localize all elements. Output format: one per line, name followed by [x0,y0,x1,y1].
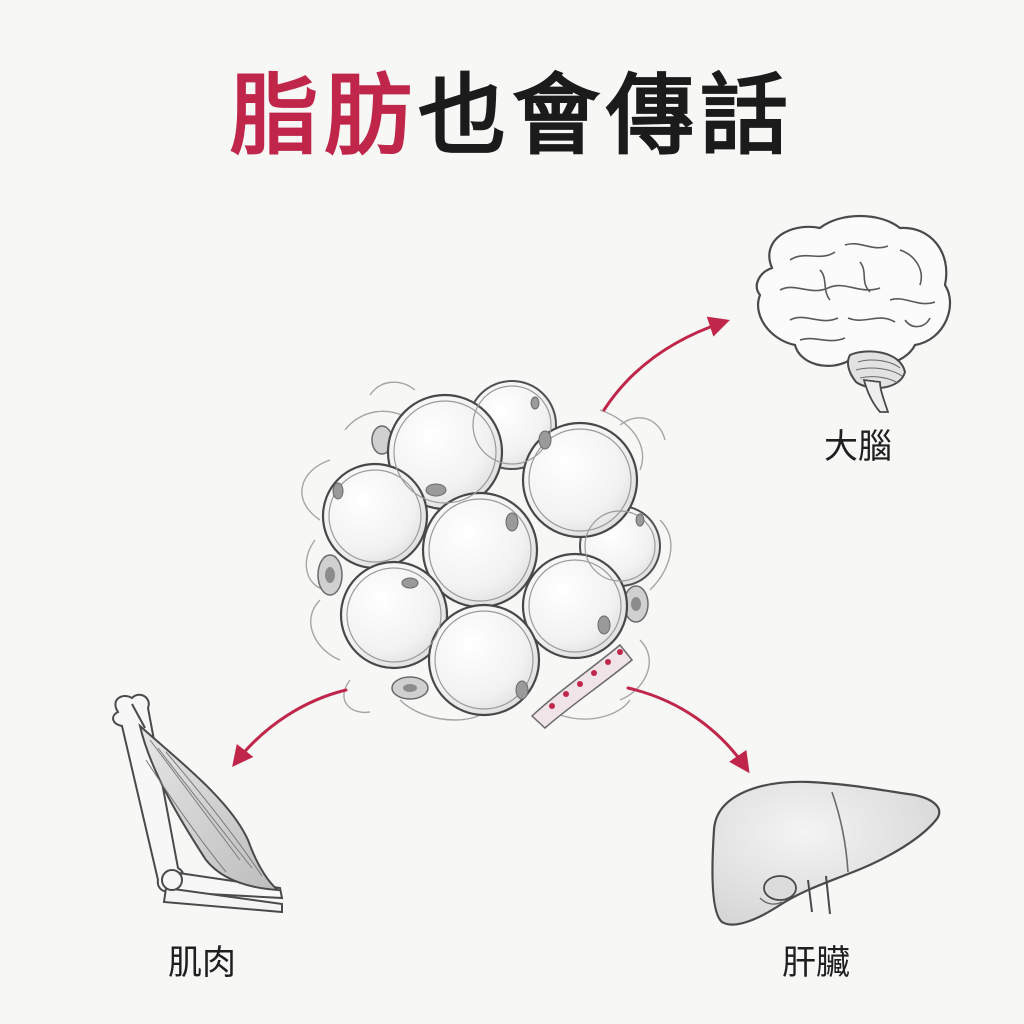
arrow-to-liver [626,686,750,774]
arrow-to-muscle [232,688,348,767]
fat-cell-cluster-icon [301,380,672,730]
brain-icon [755,214,952,413]
arrow-to-brain [602,316,730,412]
title-rest: 也會傳話 [418,64,795,167]
label-liver: 肝臟 [782,943,850,983]
page-title: 脂肪也會傳話 [0,72,1024,160]
liver-icon [711,780,941,926]
title-highlight: 脂肪 [229,64,418,167]
arm-muscle-icon [112,693,284,914]
label-muscle: 肌肉 [168,943,236,983]
arrows [232,316,750,774]
label-brain: 大腦 [824,427,892,467]
